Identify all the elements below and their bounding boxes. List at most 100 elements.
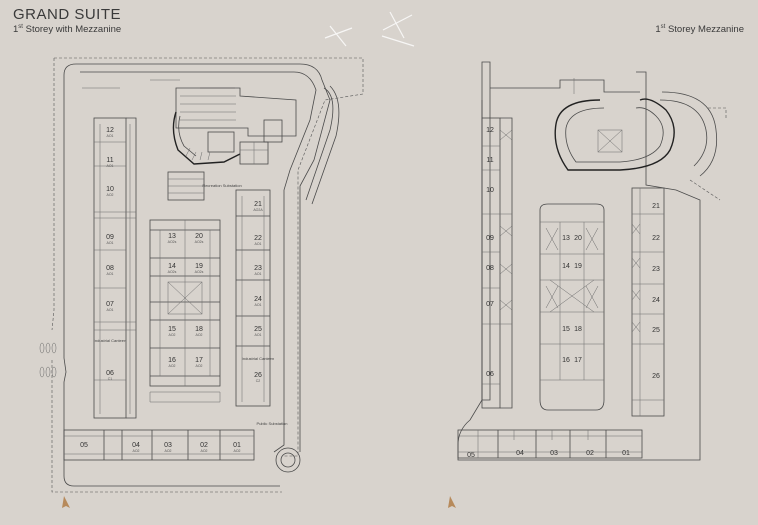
- svg-text:15: 15: [168, 326, 176, 333]
- svg-text:02: 02: [200, 442, 208, 449]
- svg-text:20: 20: [574, 235, 582, 242]
- svg-text:09: 09: [106, 234, 114, 241]
- svg-text:25: 25: [652, 327, 660, 334]
- svg-text:C2: C2: [256, 379, 261, 383]
- mezz-left-column: 12 11 10 09 08 07 06: [481, 117, 513, 409]
- stair-block: [167, 171, 205, 201]
- svg-text:AO1: AO1: [106, 134, 113, 138]
- crosswalk-markers: [39, 342, 57, 378]
- svg-text:AO2s: AO2s: [195, 270, 204, 274]
- svg-text:14: 14: [168, 263, 176, 270]
- svg-text:21: 21: [652, 203, 660, 210]
- public-substation-label: Public Substation: [257, 421, 288, 426]
- svg-text:26: 26: [254, 372, 262, 379]
- svg-text:20: 20: [195, 233, 203, 240]
- svg-text:AO1: AO1: [106, 308, 113, 312]
- canteen-left-label: Industrial Canteen: [94, 338, 126, 343]
- svg-text:08: 08: [486, 265, 494, 272]
- svg-text:04: 04: [516, 450, 524, 457]
- svg-text:AO2: AO2: [195, 333, 202, 337]
- svg-text:AO1: AO1: [254, 303, 261, 307]
- svg-text:25: 25: [254, 326, 262, 333]
- svg-text:AO2s: AO2s: [195, 240, 204, 244]
- svg-text:AO2: AO2: [233, 449, 240, 453]
- svg-text:10: 10: [486, 187, 494, 194]
- svg-text:AO2s: AO2s: [168, 240, 177, 244]
- svg-text:16: 16: [168, 357, 176, 364]
- svg-text:AO2A: AO2A: [253, 208, 263, 212]
- svg-text:C1: C1: [108, 377, 113, 381]
- svg-text:17: 17: [574, 357, 582, 364]
- svg-text:07: 07: [486, 301, 494, 308]
- svg-text:16: 16: [562, 357, 570, 364]
- svg-text:06: 06: [486, 371, 494, 378]
- svg-text:07: 07: [106, 301, 114, 308]
- svg-text:08: 08: [106, 265, 114, 272]
- svg-text:23: 23: [254, 265, 262, 272]
- mezzanine-title: 1st Storey Mezzanine: [655, 24, 744, 36]
- svg-text:AO2: AO2: [106, 193, 113, 197]
- right-floor-plan: 12 11 10 09 08 07 06 13 20 14 19 15 18 1…: [448, 61, 727, 508]
- svg-text:AO1: AO1: [106, 164, 113, 168]
- svg-text:05: 05: [467, 452, 475, 459]
- svg-text:05: 05: [80, 442, 88, 449]
- svg-text:AO2: AO2: [168, 333, 175, 337]
- svg-text:18: 18: [195, 326, 203, 333]
- svg-text:03: 03: [550, 450, 558, 457]
- svg-text:23: 23: [652, 266, 660, 273]
- svg-text:14: 14: [562, 263, 570, 270]
- decor-cross-icon: [324, 11, 415, 47]
- svg-text:12: 12: [106, 127, 114, 134]
- svg-text:10: 10: [106, 186, 114, 193]
- svg-text:AO2: AO2: [195, 364, 202, 368]
- svg-text:24: 24: [652, 297, 660, 304]
- svg-text:19: 19: [574, 263, 582, 270]
- svg-text:22: 22: [652, 235, 660, 242]
- mezz-bottom-row: 05 04 03 02 01: [457, 429, 643, 459]
- svg-text:04: 04: [132, 442, 140, 449]
- svg-text:AO2: AO2: [164, 449, 171, 453]
- svg-text:24: 24: [254, 296, 262, 303]
- page-subtitle: 1st Storey with Mezzanine: [13, 24, 122, 36]
- svg-text:01: 01: [233, 442, 241, 449]
- canteen-right-label: Industrial Canteen: [242, 356, 274, 361]
- svg-text:AO1: AO1: [106, 272, 113, 276]
- svg-text:11: 11: [106, 157, 113, 164]
- north-arrow-icon: [448, 496, 456, 508]
- substation-label: Recreation Substation: [202, 183, 241, 188]
- svg-text:AO1: AO1: [254, 333, 261, 337]
- svg-text:01: 01: [622, 450, 630, 457]
- north-arrow-icon: [62, 496, 70, 508]
- svg-text:AO2: AO2: [132, 449, 139, 453]
- svg-text:19: 19: [195, 263, 203, 270]
- svg-text:03: 03: [164, 442, 172, 449]
- page-title: GRAND SUITE: [13, 6, 122, 23]
- svg-text:15: 15: [562, 326, 570, 333]
- svg-text:18: 18: [574, 326, 582, 333]
- svg-text:AO1: AO1: [254, 272, 261, 276]
- svg-text:12: 12: [486, 127, 494, 134]
- svg-text:21: 21: [254, 201, 262, 208]
- svg-text:13: 13: [168, 233, 176, 240]
- svg-text:26: 26: [652, 373, 660, 380]
- svg-text:06: 06: [106, 370, 114, 377]
- svg-text:AO2: AO2: [200, 449, 207, 453]
- svg-text:11: 11: [486, 157, 493, 164]
- svg-text:AO1: AO1: [254, 242, 261, 246]
- mezz-right-column: 21 22 23 24 25 26: [631, 187, 665, 417]
- svg-text:22: 22: [254, 235, 262, 242]
- svg-text:17: 17: [195, 357, 203, 364]
- svg-text:AO2s: AO2s: [168, 270, 177, 274]
- mezz-central-block: 13 20 14 19 15 18 16 17: [539, 203, 605, 411]
- svg-text:09: 09: [486, 235, 494, 242]
- svg-text:13: 13: [562, 235, 570, 242]
- svg-text:AO2: AO2: [168, 364, 175, 368]
- svg-text:02: 02: [586, 450, 594, 457]
- svg-text:AO1: AO1: [106, 241, 113, 245]
